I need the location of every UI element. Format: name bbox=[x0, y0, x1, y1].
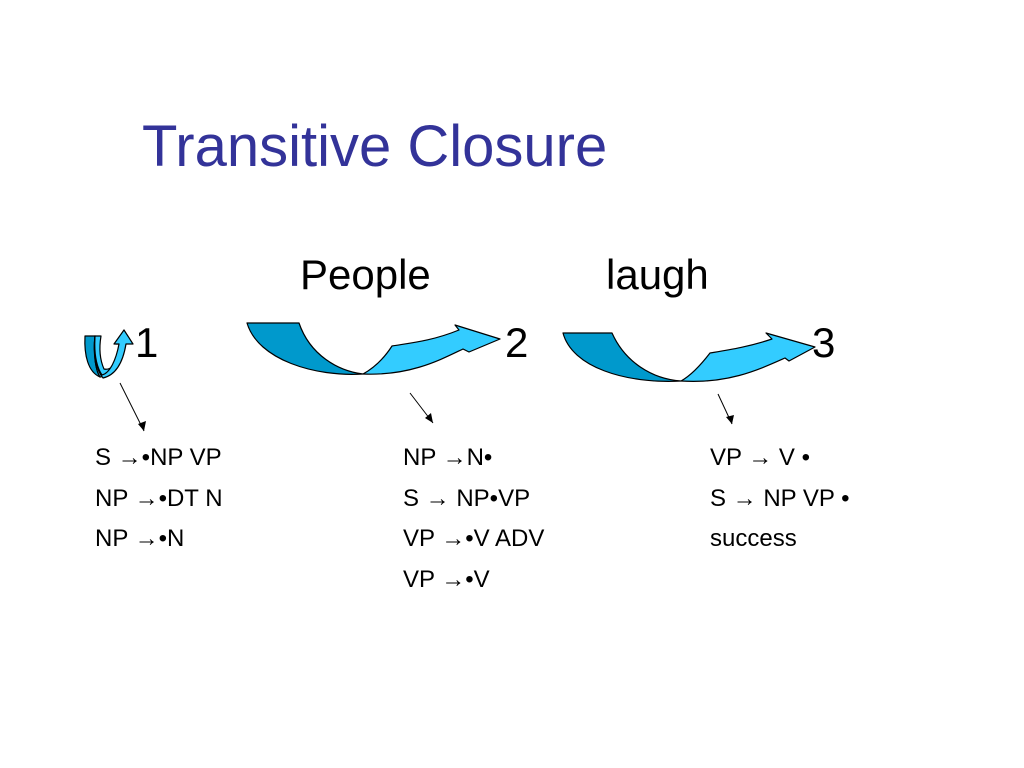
grammar-rule: NP →•DT N bbox=[95, 484, 223, 512]
state-label-2: 2 bbox=[505, 319, 529, 366]
transition-arrow-people bbox=[246, 322, 501, 375]
grammar-rule: VP → V • bbox=[710, 444, 810, 471]
grammar-rule: NP →N• bbox=[403, 444, 493, 471]
rules-column-state-2: NP →N• S → NP•VP VP →•V ADV VP →•V bbox=[403, 442, 544, 604]
pointer-arrow-state-2 bbox=[409, 392, 434, 424]
state-label-3: 3 bbox=[812, 319, 836, 366]
rules-column-state-1: S →•NP VP NP →•DT N NP →•N bbox=[95, 442, 223, 564]
input-word-laugh: laugh bbox=[606, 251, 709, 298]
state-label-1: 1 bbox=[135, 319, 159, 366]
pointer-arrow-state-3 bbox=[717, 393, 734, 425]
rules-column-state-3: VP → V • S → NP VP • success bbox=[710, 442, 850, 564]
input-word-people: People bbox=[300, 251, 431, 298]
transition-arrow-laugh bbox=[562, 332, 816, 383]
slide-title: Transitive Closure bbox=[142, 114, 608, 179]
grammar-rule: S → NP•VP bbox=[403, 484, 531, 512]
pointer-arrow-state-1 bbox=[119, 382, 146, 432]
grammar-rule: success bbox=[710, 525, 797, 552]
grammar-rule: VP →•V ADV bbox=[403, 525, 545, 552]
grammar-rule: S → NP VP • bbox=[710, 484, 850, 512]
grammar-rule: NP →•N bbox=[95, 525, 185, 552]
grammar-rule: S →•NP VP bbox=[95, 444, 222, 471]
grammar-rule: VP →•V bbox=[403, 565, 490, 593]
self-loop-arrow bbox=[84, 329, 134, 379]
